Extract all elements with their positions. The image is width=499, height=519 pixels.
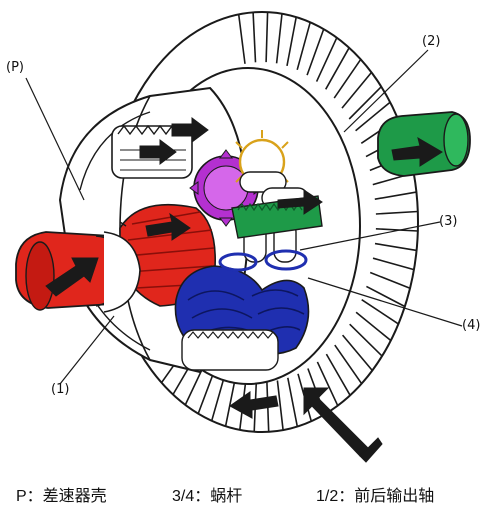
ring-gear-tooth — [361, 299, 399, 325]
legend-housing: P：差速器壳 — [16, 488, 107, 505]
ring-gear-tooth — [286, 16, 297, 67]
ring-gear-tooth — [210, 373, 226, 422]
legend-output-shafts: 1/2：前后输出轴 — [316, 488, 435, 505]
ring-gear-tooth — [375, 210, 418, 215]
ring-gear-tooth — [341, 71, 373, 109]
ring-gear-tooth — [276, 380, 284, 431]
ring-gear-tooth — [355, 101, 391, 132]
ring-gear-tooth — [348, 86, 382, 120]
callout-1: (1) — [51, 382, 70, 397]
ring-gear-tooth — [325, 47, 350, 90]
ring-gear-tooth — [306, 28, 325, 76]
ring-gear-tooth — [374, 191, 417, 200]
motion-arrows — [45, 117, 443, 463]
ring-gear-tooth — [372, 257, 415, 271]
differential-diagram — [15, 11, 471, 463]
ring-gear-tooth — [275, 13, 283, 64]
ring-gear-tooth — [349, 323, 383, 357]
ring-gear-tooth — [296, 22, 311, 71]
callout-p: (P) — [6, 60, 24, 75]
leader-lines — [25, 49, 463, 385]
ring-gear-tooth — [224, 377, 237, 427]
ring-gear-tooth — [316, 361, 339, 406]
callout-2: (2) — [422, 34, 441, 49]
ring-gear-tooth — [334, 344, 363, 385]
legend: P：差速器壳 3/4：蜗杆 1/2：前后输出轴 — [0, 474, 499, 514]
ring-gear-tooth — [366, 285, 406, 308]
ring-gear-tooth — [265, 12, 269, 63]
callout-4: (4) — [462, 318, 481, 333]
ring-gear-tooth — [369, 271, 411, 290]
ring-gear-tooth — [237, 14, 246, 64]
ring-gear-tooth — [287, 377, 299, 427]
callout-3: (3) — [439, 214, 458, 229]
ring-gear-tooth — [374, 242, 417, 252]
ring-gear-tooth — [333, 58, 362, 99]
ring-gear-tooth — [252, 12, 257, 63]
ring-gear-tooth — [315, 37, 338, 82]
ring-gear-tooth — [375, 228, 418, 232]
ring-gear-tooth — [325, 353, 351, 396]
ring-gear-tooth — [341, 334, 373, 372]
ring-gear-tooth — [355, 311, 392, 342]
legend-worm-gears: 3/4：蜗杆 — [172, 488, 243, 505]
